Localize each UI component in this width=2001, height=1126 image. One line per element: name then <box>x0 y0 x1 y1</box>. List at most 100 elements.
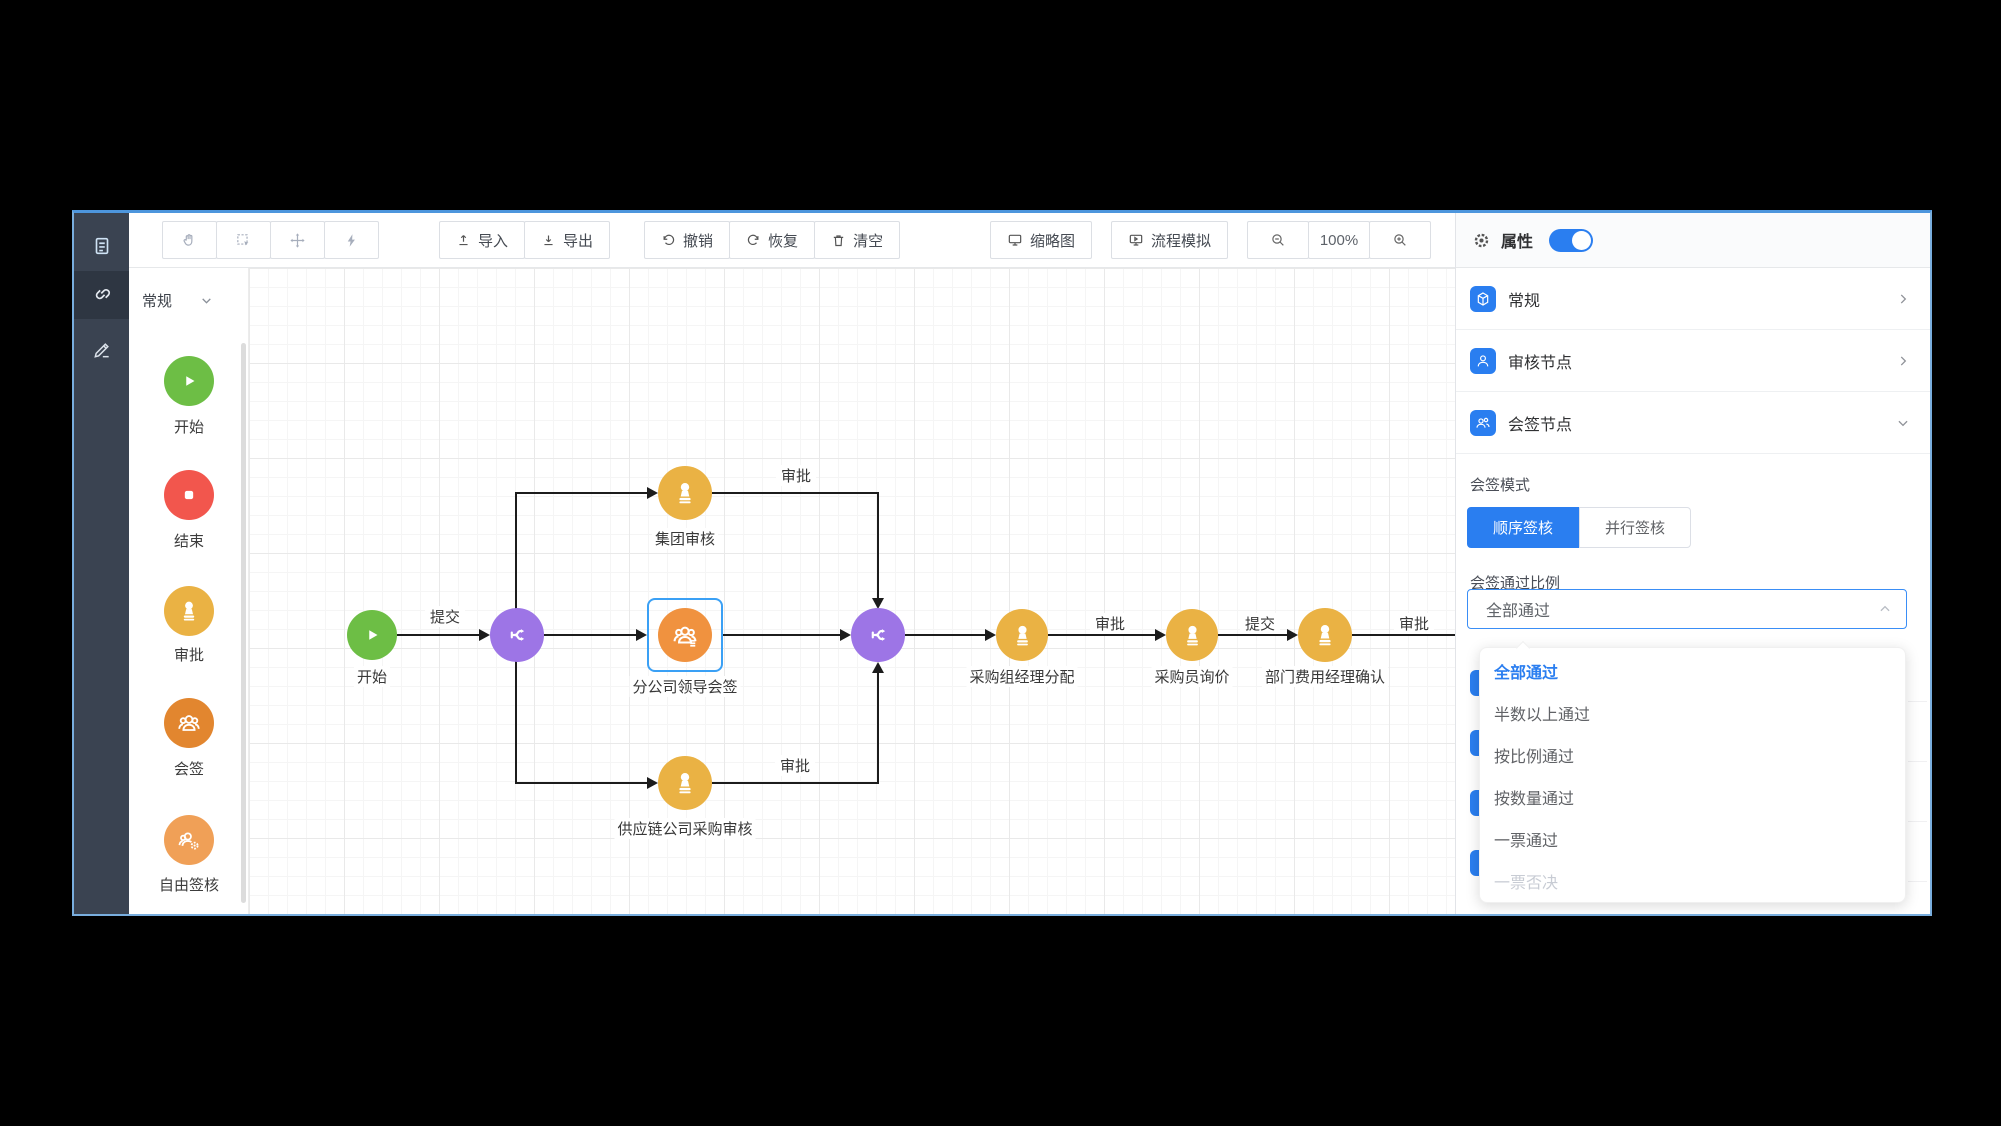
palette-scrollbar[interactable] <box>241 343 246 903</box>
edge-start-gateway1 <box>397 634 479 636</box>
node-supply-review[interactable] <box>658 756 712 810</box>
section-review-node-label: 审核节点 <box>1508 354 1573 372</box>
node-start[interactable] <box>347 610 397 660</box>
node-gateway-join[interactable] <box>851 608 905 662</box>
option-one-vote-pass[interactable]: 一票通过 <box>1494 833 1559 850</box>
edge-label-approve-bottom: 审批 <box>774 755 816 776</box>
section-general[interactable]: 常规 <box>1456 268 1930 330</box>
properties-panel: 属性 常规 审核节点 会签节点 <box>1455 213 1930 914</box>
section-countersign-node-label: 会签节点 <box>1508 416 1573 434</box>
simulate-label: 流程模拟 <box>1150 232 1211 250</box>
node-inquiry-label: 采购员询价 <box>1151 666 1233 687</box>
export-label: 导出 <box>563 232 594 250</box>
palette-item-countersign[interactable] <box>129 698 249 748</box>
edge-to-supply-review <box>516 782 647 784</box>
flow-designer-window: 导入 导出 撤销 恢复 <box>72 210 1932 916</box>
clear-label: 清空 <box>853 232 884 250</box>
end-node-icon <box>164 470 214 520</box>
hand-pan-icon[interactable] <box>162 221 217 259</box>
zoom-in-button[interactable] <box>1369 221 1431 259</box>
arrowhead <box>985 629 996 641</box>
node-gateway-split[interactable] <box>490 608 544 662</box>
redo-button[interactable]: 恢复 <box>729 221 816 259</box>
chevron-up-icon <box>1880 605 1890 612</box>
palette-item-freesign[interactable] <box>129 815 249 865</box>
option-by-count-pass[interactable]: 按数量通过 <box>1494 791 1575 808</box>
pencil-icon[interactable] <box>74 326 129 374</box>
node-inquiry[interactable] <box>1166 609 1218 661</box>
section-countersign-node[interactable]: 会签节点 <box>1456 392 1930 454</box>
option-one-vote-veto: 一票否决 <box>1494 875 1559 892</box>
start-node-icon <box>164 356 214 406</box>
section-review-node[interactable]: 审核节点 <box>1456 330 1930 392</box>
option-by-ratio-pass[interactable]: 按比例通过 <box>1494 749 1575 766</box>
simulate-button[interactable]: 流程模拟 <box>1110 221 1228 259</box>
undo-button[interactable]: 撤销 <box>644 221 731 259</box>
stamp-icon <box>1319 624 1331 646</box>
edge-label-submit-1: 提交 <box>424 606 466 627</box>
simulate-icon <box>1128 232 1144 248</box>
sign-mode-parallel[interactable]: 并行签核 <box>1579 507 1691 548</box>
palette-item-end[interactable] <box>129 470 249 520</box>
branch-icon <box>871 629 886 641</box>
pass-ratio-value: 全部通过 <box>1486 603 1551 620</box>
undo-label: 撤销 <box>683 232 714 250</box>
left-rail <box>74 213 129 914</box>
node-group-review[interactable] <box>658 466 712 520</box>
import-button[interactable]: 导入 <box>439 221 526 259</box>
option-all-pass[interactable]: 全部通过 <box>1494 665 1559 682</box>
move-icon[interactable] <box>270 221 325 259</box>
countersign-group-icon <box>164 698 214 748</box>
chevron-down-icon <box>202 298 211 304</box>
palette-item-freesign-label: 自由签核 <box>158 877 219 894</box>
sign-mode-label: 会签模式 <box>1470 477 1531 494</box>
countersign-group-icon <box>673 626 697 647</box>
edge-gateway1-countersign <box>544 634 636 636</box>
redo-icon <box>746 233 761 248</box>
node-branch-countersign-label: 分公司领导会签 <box>629 676 741 697</box>
stamp-icon <box>1186 625 1198 645</box>
pass-ratio-select[interactable]: 全部通过 <box>1467 589 1907 629</box>
edge-top-down <box>877 492 879 598</box>
pass-ratio-label: 会签通过比例 <box>1470 575 1561 592</box>
lightning-icon[interactable] <box>324 221 379 259</box>
node-assign[interactable] <box>996 609 1048 661</box>
thumbnail-button[interactable]: 缩略图 <box>989 221 1092 259</box>
zoom-level[interactable]: 100% <box>1308 221 1370 259</box>
palette-header-label: 常规 <box>142 293 173 310</box>
node-confirm[interactable] <box>1298 608 1352 662</box>
node-branch-countersign[interactable] <box>658 608 712 662</box>
palette-header[interactable]: 常规 <box>129 268 248 311</box>
selection-box[interactable] <box>647 598 723 672</box>
properties-header: 属性 <box>1456 213 1930 268</box>
export-button[interactable]: 导出 <box>524 221 611 259</box>
sign-mode-sequential[interactable]: 顺序签核 <box>1467 507 1579 548</box>
palette-item-start[interactable] <box>129 356 249 406</box>
flow-links-icon[interactable] <box>74 271 129 319</box>
edge-gateway2-assign <box>905 634 985 636</box>
node-start-label: 开始 <box>353 666 391 687</box>
node-assign-label: 采购组经理分配 <box>966 666 1078 687</box>
arrowhead <box>647 777 658 789</box>
properties-title: 属性 <box>1501 234 1534 251</box>
edge-assign-inquiry <box>1048 634 1155 636</box>
option-majority-pass[interactable]: 半数以上通过 <box>1494 707 1591 724</box>
form-document-icon[interactable] <box>74 222 129 270</box>
chevron-right-icon <box>1900 293 1907 304</box>
arrowhead <box>872 598 884 609</box>
zoom-out-button[interactable] <box>1247 221 1309 259</box>
redo-label: 恢复 <box>768 232 799 250</box>
clear-button[interactable]: 清空 <box>814 221 901 259</box>
section-divider <box>1908 881 1927 882</box>
flow-canvas[interactable]: 提交 审批 审批 审批 提交 审批 开始 <box>249 268 1457 914</box>
stamp-icon <box>679 482 691 504</box>
palette-item-start-label: 开始 <box>173 419 204 436</box>
palette-item-approve[interactable] <box>129 586 249 636</box>
marquee-select-icon[interactable] <box>216 221 271 259</box>
thumbnail-label: 缩略图 <box>1029 232 1075 250</box>
edge-inquiry-confirm <box>1218 634 1287 636</box>
arrowhead <box>1287 629 1298 641</box>
properties-toggle[interactable] <box>1549 228 1594 252</box>
section-divider <box>1908 821 1927 822</box>
sign-mode-segmented: 顺序签核 并行签核 <box>1467 507 1930 548</box>
